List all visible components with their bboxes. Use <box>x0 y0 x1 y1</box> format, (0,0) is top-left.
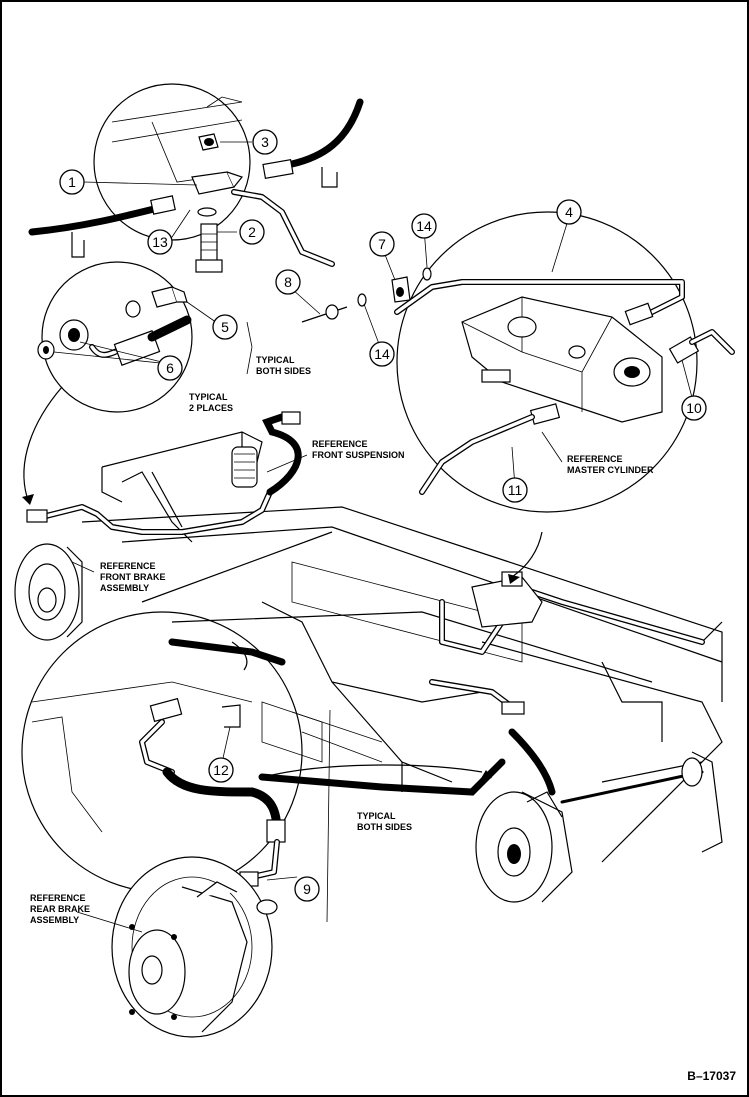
callout-6: 6 <box>157 355 183 381</box>
callout-10: 10 <box>681 395 707 421</box>
label-ref-front-suspension-line1: REFERENCE <box>312 439 368 449</box>
label-ref-front-brake-line3: ASSEMBLY <box>100 583 149 593</box>
label-typical-2-places: TYPICAL 2 PLACES <box>189 392 233 413</box>
junction-block <box>191 171 235 195</box>
label-ref-front-suspension: REFERENCE FRONT SUSPENSION <box>312 439 405 460</box>
callout-12-label: 12 <box>213 762 229 778</box>
chassis-frame <box>81 431 723 863</box>
label-ref-rear-brake-line2: REAR BRAKE <box>30 904 90 914</box>
callout-7-label: 7 <box>378 236 386 252</box>
callout-14-top: 14 <box>411 213 437 239</box>
rear-brake-hose-right <box>508 728 556 796</box>
callout-3: 3 <box>252 129 278 155</box>
label-typical-both-sides-2-line2: BOTH SIDES <box>357 822 412 832</box>
callout-5-label: 5 <box>221 319 229 335</box>
callout-1-label: 1 <box>68 174 76 190</box>
callout-14-top-label: 14 <box>416 218 432 234</box>
label-typical-both-sides-1-line1: TYPICAL <box>256 355 295 365</box>
label-ref-master-cylinder-line1: REFERENCE <box>567 454 623 464</box>
front-brake-drum <box>14 543 83 641</box>
detail-circle-fittings <box>37 261 193 413</box>
callout-9-label: 9 <box>303 881 311 897</box>
callout-7: 7 <box>369 231 395 257</box>
callout-2-label: 2 <box>248 224 256 240</box>
label-typical-both-sides-1-line2: BOTH SIDES <box>256 366 311 376</box>
label-ref-master-cylinder: REFERENCE MASTER CYLINDER <box>567 454 654 475</box>
callout-1: 1 <box>59 169 85 195</box>
callout-3-label: 3 <box>261 134 269 150</box>
callout-4-label: 4 <box>565 204 573 220</box>
top-brake-hose-right <box>288 98 364 168</box>
label-ref-rear-brake-line3: ASSEMBLY <box>30 915 79 925</box>
callout-11-label: 11 <box>508 482 523 498</box>
callout-6-label: 6 <box>166 360 174 376</box>
label-ref-rear-brake: REFERENCE REAR BRAKE ASSEMBLY <box>30 893 93 925</box>
callout-14-bottom-label: 14 <box>374 346 390 362</box>
detail-circle-master-cylinder <box>301 211 735 513</box>
callout-5: 5 <box>212 314 238 340</box>
label-ref-front-brake: REFERENCE FRONT BRAKE ASSEMBLY <box>100 561 168 593</box>
label-ref-front-suspension-line2: FRONT SUSPENSION <box>312 450 405 460</box>
label-ref-rear-brake-line1: REFERENCE <box>30 893 86 903</box>
label-ref-front-brake-line2: FRONT BRAKE <box>100 572 166 582</box>
callout-11: 11 <box>502 477 528 503</box>
callout-9: 9 <box>294 876 320 902</box>
top-brake-hose <box>28 203 166 236</box>
callout-14-bottom: 14 <box>369 341 395 367</box>
label-typical-2-places-line2: 2 PLACES <box>189 403 233 413</box>
label-typical-both-sides-1: TYPICAL BOTH SIDES <box>256 355 311 376</box>
callout-13-label: 13 <box>152 234 168 250</box>
label-ref-master-cylinder-line2: MASTER CYLINDER <box>567 465 654 475</box>
callout-8-label: 8 <box>284 274 292 290</box>
rear-brake-hose-left <box>162 767 282 837</box>
callout-4: 4 <box>556 199 582 225</box>
callout-2: 2 <box>239 219 265 245</box>
figure-id: B–17037 <box>687 1069 736 1083</box>
label-typical-both-sides-2: TYPICAL BOTH SIDES <box>357 811 412 832</box>
label-ref-front-brake-line1: REFERENCE <box>100 561 156 571</box>
label-typical-2-places-line1: TYPICAL <box>189 392 228 402</box>
detail-circle-rear-fitting <box>21 611 303 893</box>
rear-brake-left <box>111 856 278 1038</box>
rear-brake-right <box>475 791 573 903</box>
callout-10-label: 10 <box>686 400 702 416</box>
front-brake-line <box>39 489 273 535</box>
callout-12: 12 <box>208 757 234 783</box>
label-typical-both-sides-2-line1: TYPICAL <box>357 811 396 821</box>
callout-13: 13 <box>147 229 173 255</box>
callout-8: 8 <box>275 269 301 295</box>
